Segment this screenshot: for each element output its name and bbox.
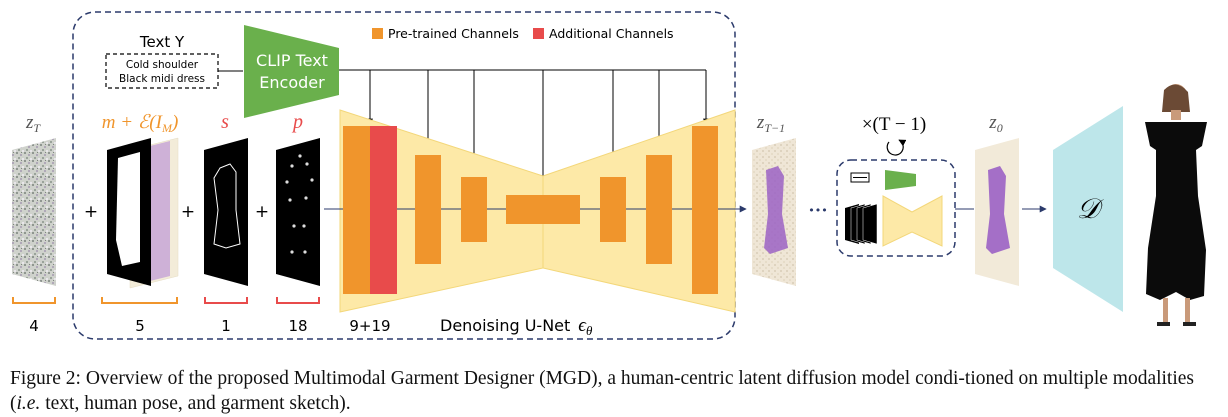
sketch-channel-brace [204, 297, 248, 304]
unet-input-additional [370, 126, 397, 294]
caption-figure-number: Figure 2: [10, 368, 81, 389]
legend-additional-swatch [533, 28, 544, 39]
plus-1: + [84, 202, 98, 222]
caption-text-end: text, human pose, and garment sketch). [40, 393, 351, 414]
unet-block-up-1 [600, 177, 626, 242]
decoder-block [1053, 106, 1123, 312]
mask-white-region [116, 152, 140, 266]
text-y-line-2: Black midi dress [119, 73, 205, 85]
text-y-title: Text Y [139, 33, 185, 51]
generated-person-image [1145, 84, 1207, 326]
z0-garment [986, 166, 1010, 254]
pose-channels: 18 [288, 317, 307, 335]
unet-block-output [692, 126, 718, 294]
mini-unet [882, 195, 943, 247]
clip-label-1: CLIP Text [256, 51, 328, 70]
caption-ie: i.e. [16, 393, 41, 414]
unet-body-right [542, 109, 736, 313]
zT1-label: zT−1 [756, 112, 785, 135]
loop-arrow-icon [886, 139, 907, 156]
mini-clip-encoder [885, 170, 916, 190]
unet-input-channels: 9+19 [349, 317, 390, 335]
clip-text-encoder [244, 25, 339, 118]
z0-label: z0 [988, 112, 1002, 135]
garment-sketch [213, 163, 241, 249]
repeat-box [836, 159, 956, 257]
text-y-line-1: Cold shoulder [126, 59, 199, 71]
clip-label-2: Encoder [259, 73, 325, 92]
pose-keypoints [285, 154, 314, 254]
pose-channel-brace [276, 297, 320, 304]
masked-image-label: m + ℰ(IM) [102, 112, 179, 135]
caption-text: Overview of the proposed Multimodal Garm… [10, 368, 1195, 414]
zT-channel-brace [12, 297, 56, 304]
zT1-garment [764, 166, 788, 254]
repeat-label: ×(T − 1) [862, 114, 926, 135]
legend-pretrained-label: Pre-trained Channels [388, 26, 519, 41]
masked-image-channels: 5 [135, 317, 145, 335]
unet-input-pretrained [343, 126, 370, 294]
masked-image-channel-brace [101, 297, 178, 304]
mini-input-stack [845, 203, 878, 245]
zT-latent-noise [12, 138, 56, 286]
unet-block-down-1 [415, 155, 441, 264]
unet-block-down-2 [461, 177, 487, 242]
plus-2: + [181, 202, 195, 222]
sketch-map [204, 138, 248, 286]
zT-channels: 4 [29, 317, 39, 335]
unet-block-bottleneck [506, 195, 580, 224]
unet-block-up-2 [646, 155, 672, 264]
legend-additional-label: Additional Channels [549, 26, 674, 41]
pose-map [276, 138, 320, 286]
sketch-label: s [221, 111, 229, 133]
figure-caption: Figure 2: Overview of the proposed Multi… [10, 366, 1220, 416]
pose-label: p [291, 111, 303, 133]
sketch-channels: 1 [221, 317, 231, 335]
text-y-box [105, 53, 219, 89]
ellipsis: ••• [808, 204, 827, 217]
plus-3: + [255, 202, 269, 222]
legend-pretrained-swatch [372, 28, 383, 39]
zT-label: zT [25, 112, 41, 135]
